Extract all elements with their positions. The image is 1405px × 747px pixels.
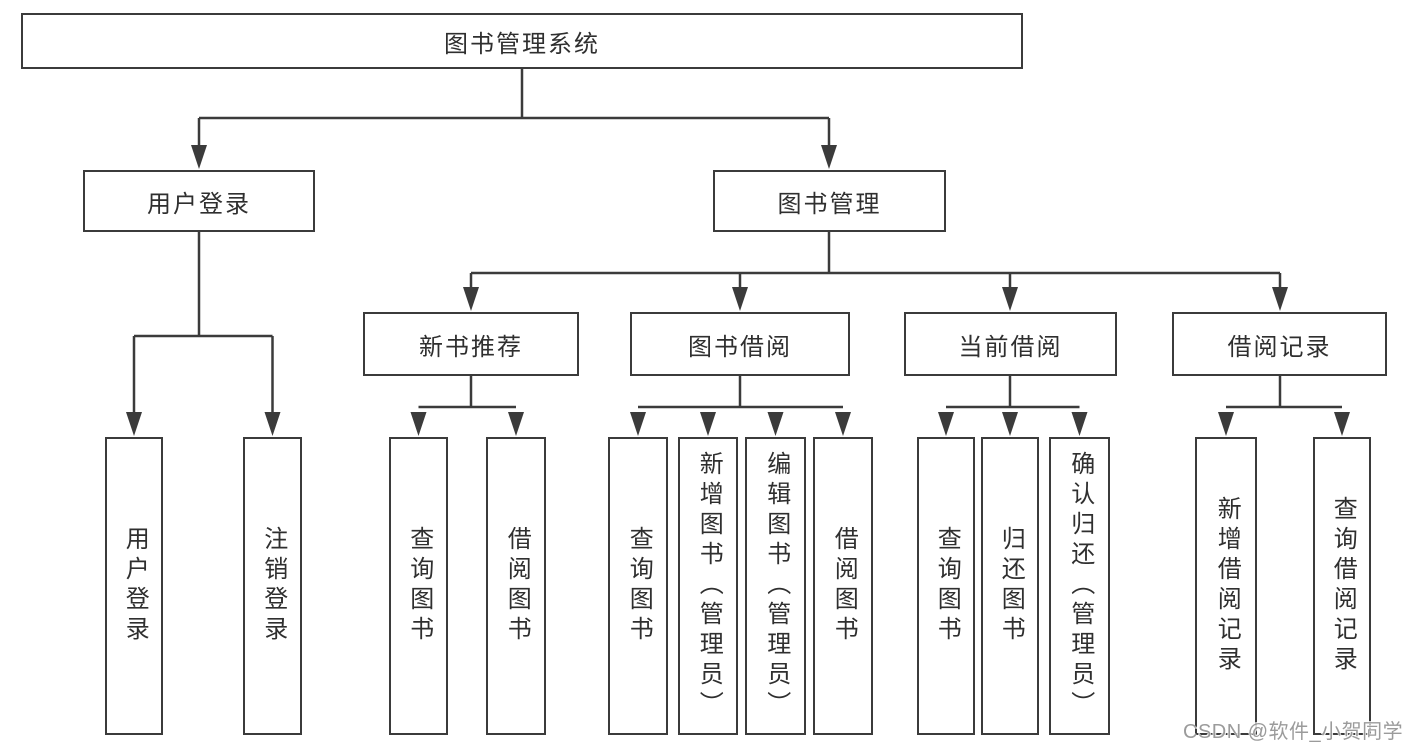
node-current-borrow-label: 当前借阅: [958, 333, 1063, 361]
leaf-return-books-label: 归还图书: [997, 526, 1025, 646]
node-new-book-recommend-label: 新书推荐: [419, 333, 523, 361]
leaf-logout-label: 注销登录: [259, 526, 287, 646]
leaf-query-books-current: 查询图书: [917, 437, 975, 735]
leaf-confirm-return-admin: 确认归还（管理员）: [1049, 437, 1110, 735]
leaf-query-books-borrow-label: 查询图书: [625, 526, 653, 646]
node-library-system: 图书管理系统: [21, 13, 1023, 69]
leaf-borrow-books-borrow: 借阅图书: [813, 437, 873, 735]
node-user-login: 用户登录: [83, 170, 315, 232]
leaf-query-books-newbook: 查询图书: [389, 437, 448, 735]
leaf-user-login-label: 用户登录: [121, 526, 149, 646]
leaf-user-login: 用户登录: [105, 437, 163, 735]
leaf-add-borrow-record: 新增借阅记录: [1195, 437, 1257, 735]
node-current-borrow: 当前借阅: [904, 312, 1117, 376]
leaf-add-book-admin: 新增图书（管理员）: [678, 437, 738, 735]
node-user-login-label: 用户登录: [147, 190, 251, 218]
node-library-system-label: 图书管理系统: [444, 30, 600, 58]
leaf-borrow-books-newbook-label: 借阅图书: [503, 526, 531, 646]
leaf-query-borrow-record: 查询借阅记录: [1313, 437, 1371, 735]
leaf-add-book-admin-label: 新增图书（管理员）: [695, 451, 723, 721]
leaf-edit-book-admin: 编辑图书（管理员）: [745, 437, 806, 735]
leaf-confirm-return-admin-label: 确认归还（管理员）: [1066, 451, 1094, 721]
node-new-book-recommend: 新书推荐: [363, 312, 579, 376]
node-book-borrow-label: 图书借阅: [688, 333, 792, 361]
leaf-borrow-books-newbook: 借阅图书: [486, 437, 546, 735]
leaf-return-books: 归还图书: [981, 437, 1039, 735]
node-book-management-label: 图书管理: [777, 190, 882, 218]
leaf-query-borrow-record-label: 查询借阅记录: [1329, 496, 1357, 676]
node-book-management: 图书管理: [713, 170, 946, 232]
leaf-add-borrow-record-label: 新增借阅记录: [1213, 496, 1241, 676]
node-book-borrow: 图书借阅: [630, 312, 850, 376]
leaf-logout: 注销登录: [243, 437, 302, 735]
leaf-query-books-borrow: 查询图书: [608, 437, 668, 735]
node-borrow-records-label: 借阅记录: [1227, 333, 1332, 361]
leaf-edit-book-admin-label: 编辑图书（管理员）: [762, 451, 790, 721]
node-borrow-records: 借阅记录: [1172, 312, 1387, 376]
leaf-query-books-current-label: 查询图书: [933, 526, 961, 646]
csdn-watermark: CSDN @软件_小贺同学: [1183, 721, 1404, 743]
leaf-borrow-books-borrow-label: 借阅图书: [830, 526, 858, 646]
leaf-query-books-newbook-label: 查询图书: [405, 526, 433, 646]
